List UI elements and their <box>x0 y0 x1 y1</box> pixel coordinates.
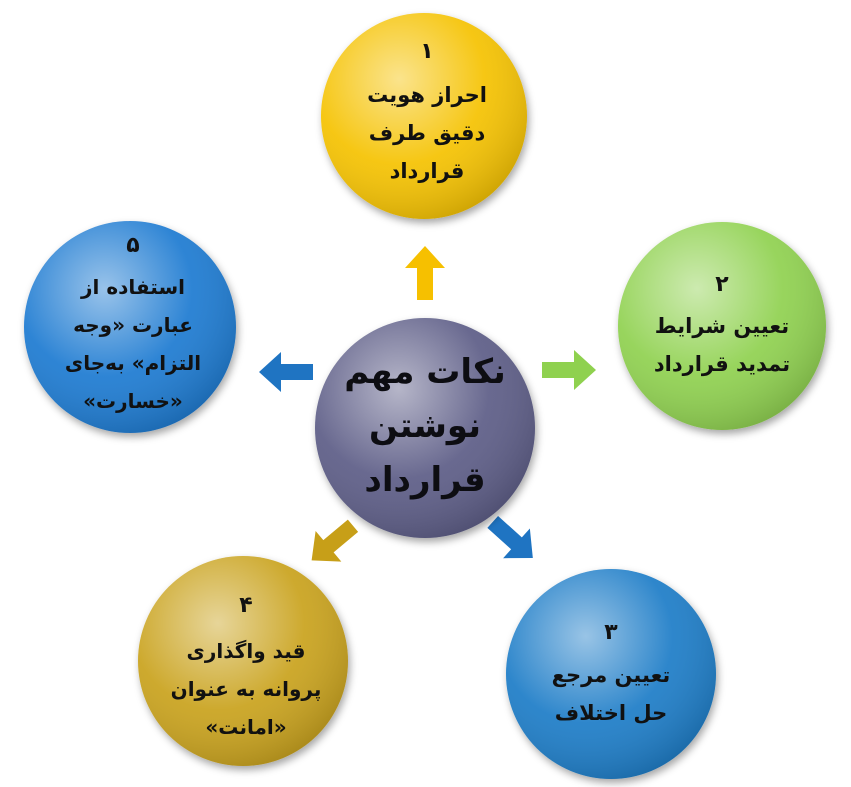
node-3-line-1: تعیین مرجع <box>552 663 671 687</box>
node-5-line-1: استفاده از <box>80 275 185 299</box>
node-5-line-4: «خسارت» <box>83 389 183 413</box>
node-4-number: ۴ <box>239 593 252 618</box>
node-1-line-3: قرارداد <box>390 159 465 183</box>
node-2-shade <box>618 222 826 430</box>
node-2: ۲ تعیین شرایط تمدید قرارداد <box>618 222 826 430</box>
node-1-shade <box>321 13 527 219</box>
node-1-line-1: احراز هویت <box>367 83 487 107</box>
node-3: ۳ تعیین مرجع حل اختلاف <box>506 569 716 779</box>
center-title-line-3: قرارداد <box>364 460 485 500</box>
arrow-to-node-4 <box>311 519 359 562</box>
center-title-line-2: نوشتن <box>369 406 481 446</box>
node-5: ۵ استفاده از عبارت «وجه التزام» به‌جای «… <box>24 221 236 433</box>
center-title-line-1: نکات مهم <box>344 352 505 392</box>
node-1: ۱ احراز هویت دقیق طرف قرارداد <box>321 13 527 219</box>
node-2-line-1: تعیین شرایط <box>655 314 789 338</box>
arrow-to-node-2 <box>542 350 596 390</box>
node-4: ۴ قید واگذاری پروانه به عنوان «امانت» <box>138 556 348 766</box>
node-5-line-3: التزام» به‌جای <box>65 351 201 375</box>
arrow-to-node-3 <box>487 515 533 559</box>
node-3-line-2: حل اختلاف <box>555 701 667 725</box>
node-4-line-1: قید واگذاری <box>187 639 306 663</box>
node-4-shade <box>138 556 348 766</box>
node-1-line-2: دقیق طرف <box>369 121 486 145</box>
node-4-line-3: «امانت» <box>205 715 286 739</box>
node-4-line-2: پروانه به عنوان <box>171 677 322 702</box>
center-shade <box>315 318 535 538</box>
node-1-number: ۱ <box>420 39 433 64</box>
node-5-line-2: عبارت «وجه <box>73 313 193 337</box>
node-5-shade <box>24 221 236 433</box>
node-2-number: ۲ <box>715 272 729 297</box>
node-5-number: ۵ <box>126 233 139 258</box>
arrow-to-node-1 <box>405 246 445 300</box>
node-3-number: ۳ <box>604 620 618 645</box>
arrows-group <box>259 246 596 562</box>
node-2-line-2: تمدید قرارداد <box>654 352 790 376</box>
arrow-to-node-5 <box>259 352 313 392</box>
center-node: نکات مهم نوشتن قرارداد <box>315 318 535 538</box>
node-3-shade <box>506 569 716 779</box>
